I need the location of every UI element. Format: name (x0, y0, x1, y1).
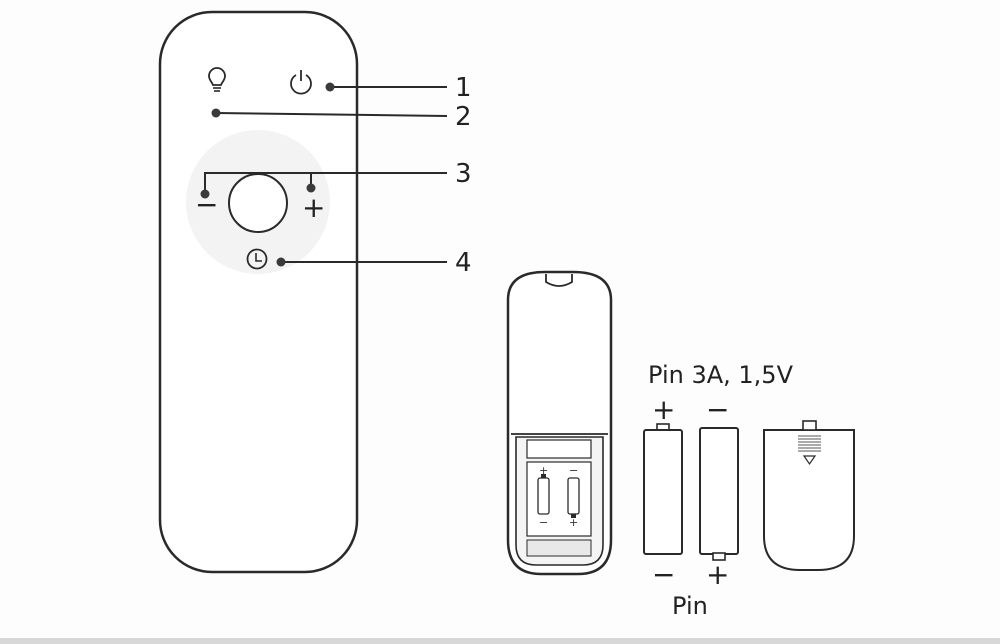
battery-title: Pin 3A, 1,5V (648, 361, 794, 389)
minus-sign: − (195, 188, 218, 221)
battery-left-bottom-sign: − (652, 558, 675, 591)
callout-4: 4 (455, 248, 472, 278)
callout-dot-2 (211, 108, 221, 118)
callout-dots (200, 82, 335, 267)
battery-right-bottom-sign: + (706, 558, 729, 591)
bulb-icon (208, 67, 226, 92)
grip-lines (798, 435, 821, 452)
top-clip (545, 274, 573, 287)
power-icon (290, 70, 312, 95)
plus-sign: + (302, 191, 325, 224)
arrow-down-icon (802, 455, 817, 466)
battery-right (699, 427, 739, 561)
callout-dot-3b (306, 183, 316, 193)
callout-2: 2 (455, 102, 472, 132)
remote-front: − + (158, 10, 359, 574)
callout-dot-1 (325, 82, 335, 92)
callout-1: 1 (455, 73, 472, 103)
bottom-edge (0, 638, 1000, 644)
battery-right-top-sign: − (706, 393, 729, 426)
battery-left (643, 423, 683, 555)
battery-slot-left (537, 477, 550, 515)
callout-dot-3a (200, 189, 210, 199)
battery-left-top-sign: + (652, 393, 675, 426)
battery-slot-right (567, 477, 580, 515)
leader-line-3 (204, 172, 447, 194)
clock-icon (246, 248, 268, 270)
slot-right-minus: − (569, 464, 578, 477)
battery-caption: Pin (672, 592, 708, 620)
remote-body (158, 10, 359, 574)
leader-line-2 (215, 112, 448, 117)
slot-right-plus: + (569, 516, 578, 529)
callout-3: 3 (455, 159, 472, 189)
slot-left-plus: + (539, 464, 548, 477)
remote-back: + − − + (506, 270, 613, 576)
callout-dot-4 (276, 257, 286, 267)
battery-cover (763, 420, 855, 571)
center-button (228, 173, 288, 233)
slot-left-minus: − (539, 516, 548, 529)
